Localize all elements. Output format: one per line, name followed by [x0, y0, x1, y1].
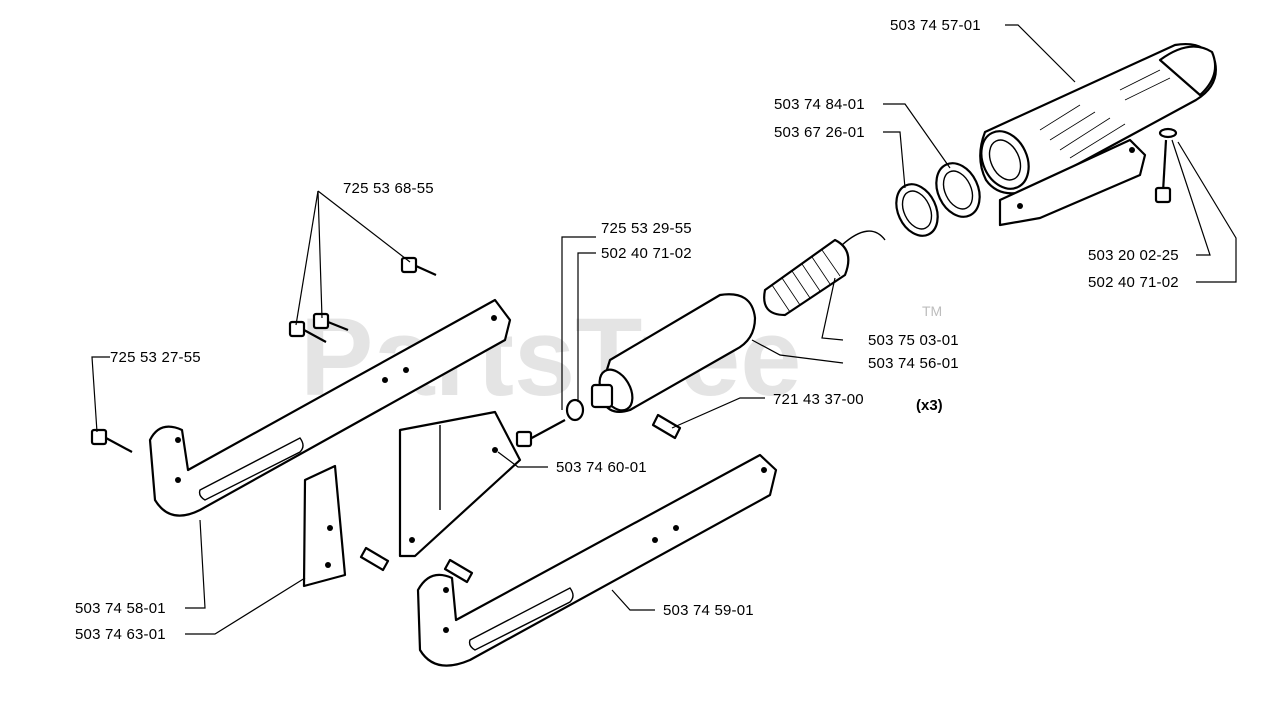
tube-bolt	[1154, 127, 1178, 204]
right-arm	[416, 453, 778, 667]
label-washer-center: 502 40 71-02	[601, 245, 692, 262]
label-screw-left: 725 53 27-55	[110, 349, 201, 366]
label-cylinder: 503 74 56-01	[868, 355, 959, 372]
pins	[359, 413, 682, 584]
cylinder-part	[590, 293, 757, 413]
label-spring: 503 75 03-01	[868, 332, 959, 349]
label-tube: 503 74 57-01	[890, 17, 981, 34]
tube-part	[979, 43, 1217, 227]
ring-a	[935, 162, 981, 218]
small-plate	[302, 464, 347, 588]
spring-part	[763, 230, 886, 317]
label-plate: 503 74 60-01	[556, 459, 647, 476]
left-arm	[148, 298, 512, 517]
label-arm-right: 503 74 59-01	[663, 602, 754, 619]
ring-b	[895, 183, 939, 237]
label-screws-upper: 725 53 68-55	[343, 180, 434, 197]
label-arm-left-a: 503 74 58-01	[75, 600, 166, 617]
label-ring-b: 503 67 26-01	[774, 124, 865, 141]
watermark-trademark: TM	[922, 303, 942, 319]
label-pin-qty: (x3)	[916, 397, 943, 414]
center-bolt	[515, 398, 585, 448]
label-arm-left-b: 503 74 63-01	[75, 626, 166, 643]
upper-screws	[288, 256, 437, 343]
left-screw	[90, 428, 133, 453]
label-washer-tube: 502 40 71-02	[1088, 274, 1179, 291]
label-bolt-center: 725 53 29-55	[601, 220, 692, 237]
label-bolt-tube: 503 20 02-25	[1088, 247, 1179, 264]
triangular-plate	[398, 410, 522, 558]
label-ring-a: 503 74 84-01	[774, 96, 865, 113]
leader-lines	[91, 24, 1237, 635]
label-pin: 721 43 37-00	[773, 391, 864, 408]
